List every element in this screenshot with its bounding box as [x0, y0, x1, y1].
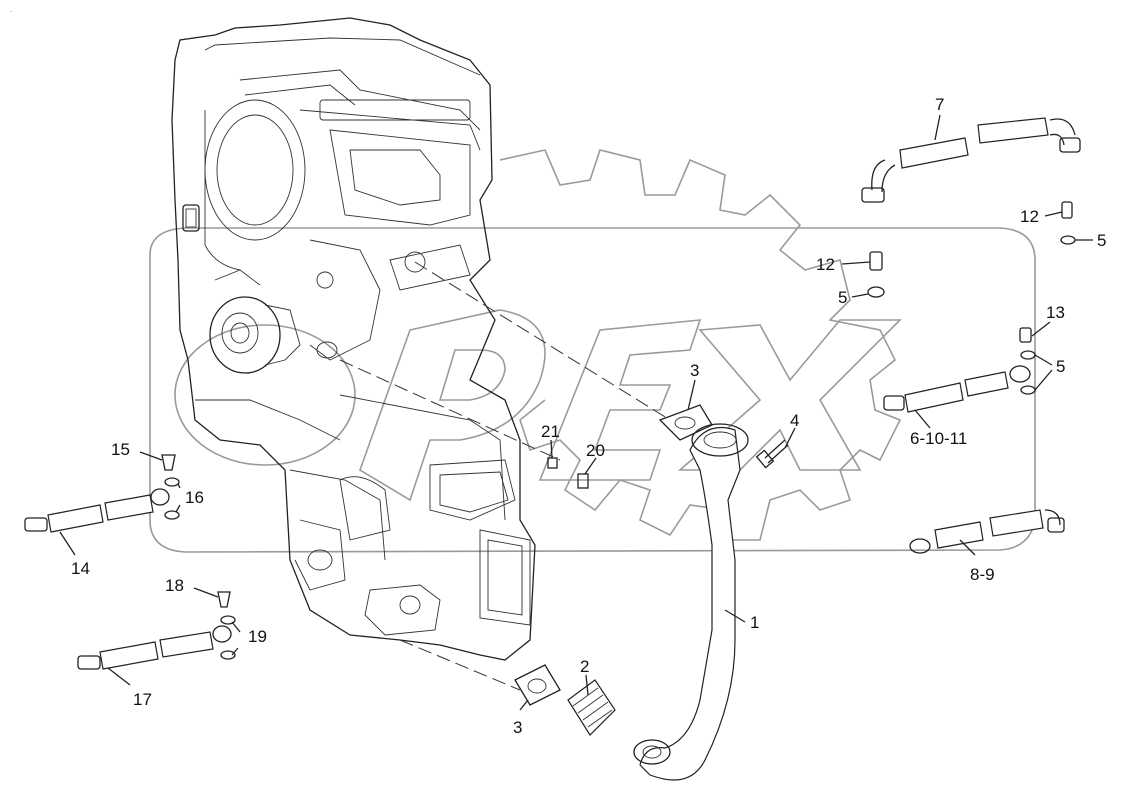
callout-1: 1: [750, 613, 759, 632]
hose-14: [25, 489, 169, 532]
assembly-lines: [340, 262, 670, 690]
callout-3: 3: [690, 361, 699, 380]
callout-12: 12: [1020, 207, 1039, 226]
watermark-logo: OPEX: [10, 11, 1035, 552]
callout-14: 14: [71, 559, 90, 578]
callout-5: 5: [1097, 231, 1106, 250]
leader-lines: [60, 115, 1093, 710]
callout-16: 16: [185, 488, 204, 507]
plug-20: [578, 474, 588, 488]
callout-19: 19: [248, 627, 267, 646]
callout-6-10-11: 6-10-11: [910, 429, 967, 448]
callout-18: 18: [165, 576, 184, 595]
callout-3: 3: [513, 718, 522, 737]
hose-6-10-11: [884, 366, 1030, 412]
fitting-21: [548, 458, 557, 468]
callout-2: 2: [580, 657, 589, 676]
callout-21: 21: [541, 422, 560, 441]
gasket-lower: [515, 665, 560, 705]
bolt: [757, 440, 788, 468]
hose-8-9: [910, 510, 1064, 553]
callout-20: 20: [586, 441, 605, 460]
hose-7: [862, 118, 1080, 202]
callout-12: 12: [816, 255, 835, 274]
callout-7: 7: [935, 95, 944, 114]
strainer: [568, 680, 615, 735]
callout-13: 13: [1046, 303, 1065, 322]
callout-4: 4: [790, 411, 799, 430]
callout-17: 17: [133, 690, 152, 709]
callout-5: 5: [1056, 357, 1065, 376]
hose-17: [78, 626, 231, 669]
callout-8-9: 8-9: [970, 565, 995, 584]
callout-5: 5: [838, 288, 847, 307]
watermark-text: OPEX: [10, 11, 13, 13]
transmission-housing: [172, 18, 535, 660]
callout-15: 15: [111, 440, 130, 459]
